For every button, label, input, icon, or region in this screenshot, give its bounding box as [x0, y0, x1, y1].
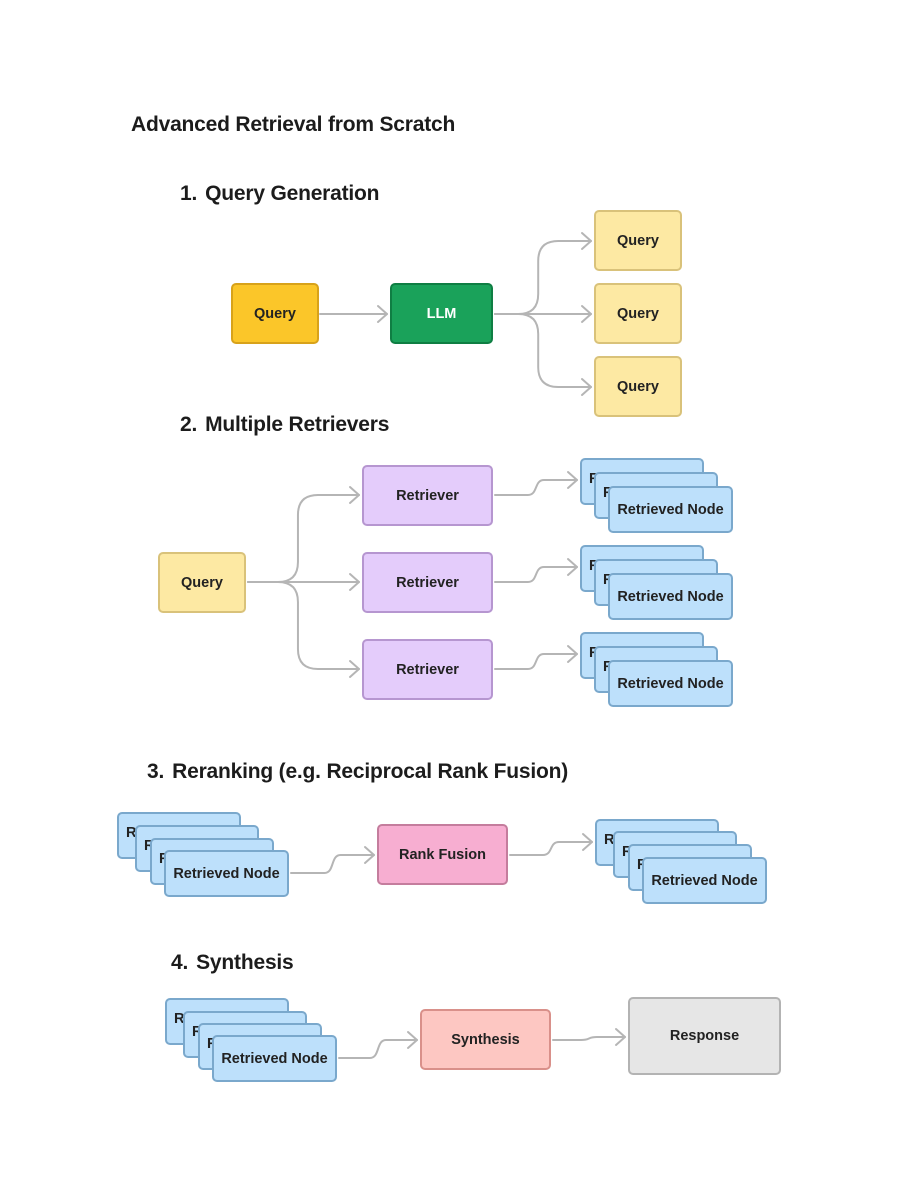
retrieved-node-card: Retrieved Node — [608, 573, 733, 620]
connector-edge — [494, 313, 592, 388]
section-number: 4. — [171, 951, 189, 974]
generated-query-node: Query — [594, 283, 682, 344]
section-title-query-generation: 1. Query Generation — [180, 182, 380, 206]
retrieved-node-card: Retrieved Node — [212, 1035, 337, 1082]
connector-edge — [494, 566, 578, 583]
retriever-node: Retriever — [362, 552, 493, 613]
section-number: 2. — [180, 413, 198, 436]
connector-edge — [552, 1036, 626, 1041]
arrowhead — [407, 1031, 418, 1049]
arrowhead — [581, 232, 592, 250]
arrowhead — [581, 378, 592, 396]
section-title-reranking: 3. Reranking (e.g. Reciprocal Rank Fusion… — [147, 760, 568, 784]
retrieved-node-card: Retrieved Node — [608, 660, 733, 707]
arrowhead — [349, 573, 360, 591]
section-number: 1. — [180, 182, 198, 205]
retrieved-node-card: Retrieved Node — [164, 850, 289, 897]
generated-query-node: Query — [594, 356, 682, 417]
section-label: Query Generation — [205, 182, 380, 205]
arrowhead — [364, 846, 375, 864]
retriever-node: Retriever — [362, 465, 493, 526]
arrowhead — [581, 305, 592, 323]
arrowhead — [349, 486, 360, 504]
arrowhead — [567, 645, 578, 663]
connector-edge — [494, 653, 578, 670]
section-label: Multiple Retrievers — [205, 413, 390, 436]
connector-edge — [494, 479, 578, 496]
section-title-multiple-retrievers: 2. Multiple Retrievers — [180, 413, 389, 437]
llm-node: LLM — [390, 283, 493, 344]
arrowhead — [567, 471, 578, 489]
connector-edge — [509, 841, 593, 856]
rank-fusion-node: Rank Fusion — [377, 824, 508, 885]
section-label: Reranking (e.g. Reciprocal Rank Fusion) — [172, 760, 569, 783]
response-node: Response — [628, 997, 781, 1075]
section-number: 3. — [147, 760, 165, 783]
section-label: Synthesis — [196, 951, 294, 974]
connector-edge — [290, 854, 375, 874]
connector-edge — [338, 1039, 418, 1059]
diagram-title: Advanced Retrieval from Scratch — [131, 113, 456, 136]
arrowhead — [615, 1028, 626, 1046]
retrieved-node-card: Retrieved Node — [608, 486, 733, 533]
connector-edge — [247, 581, 360, 670]
connector-edge — [247, 494, 360, 583]
connector-edge — [494, 240, 592, 315]
arrowhead — [567, 558, 578, 576]
arrowhead — [582, 833, 593, 851]
arrowhead — [377, 305, 388, 323]
synthesis-node: Synthesis — [420, 1009, 551, 1070]
query-node-input: Query — [231, 283, 319, 344]
query-node: Query — [158, 552, 246, 613]
arrowhead — [349, 660, 360, 678]
retriever-node: Retriever — [362, 639, 493, 700]
reranked-node-card: Retrieved Node — [642, 857, 767, 904]
generated-query-node: Query — [594, 210, 682, 271]
section-title-synthesis: 4. Synthesis — [171, 951, 294, 975]
